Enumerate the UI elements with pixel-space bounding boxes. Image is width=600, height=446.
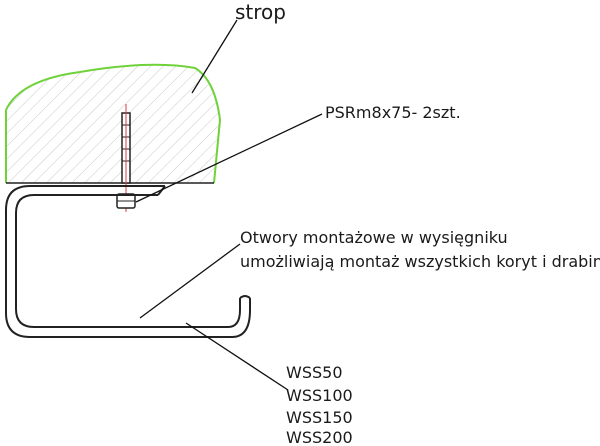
leader-anchor <box>135 113 323 203</box>
leader-holes <box>139 243 241 319</box>
label-holes-line1: Otwory montażowe w wysięgniku <box>240 228 508 247</box>
cantilever-bracket <box>5 185 251 338</box>
leader-lines <box>135 19 323 391</box>
bracket-tip <box>239 295 251 299</box>
model-list: WSS50 WSS100 WSS150 WSS200 <box>286 363 353 446</box>
label-anchor: PSRm8x75- 2szt. <box>325 103 461 122</box>
model-item: WSS50 <box>286 363 343 382</box>
model-item: WSS200 <box>286 428 353 446</box>
model-item: WSS150 <box>286 408 353 427</box>
leader-ceiling <box>191 19 238 94</box>
bracket-outer <box>5 185 251 338</box>
ceiling-block <box>5 63 222 184</box>
leader-models <box>185 322 289 391</box>
label-ceiling: strop <box>235 0 286 24</box>
ceiling-outline <box>5 63 222 184</box>
label-holes-line2: umożliwiają montaż wszystkich koryt i dr… <box>240 252 600 271</box>
model-item: WSS100 <box>286 386 353 405</box>
bracket-inner <box>15 194 241 328</box>
ceiling-hatch <box>6 64 220 183</box>
